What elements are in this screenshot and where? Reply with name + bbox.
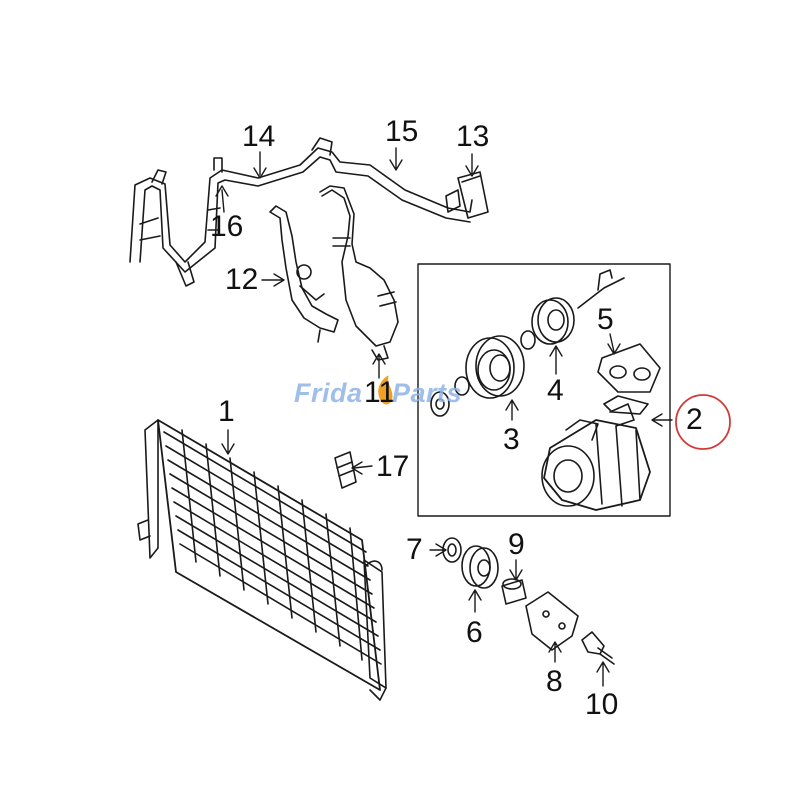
callout-15: 15 xyxy=(385,115,419,148)
part-4-pulley xyxy=(520,297,575,350)
callout-17: 17 xyxy=(376,450,410,483)
callout-10: 10 xyxy=(585,688,619,721)
callout-8: 8 xyxy=(546,665,563,698)
callout-1: 1 xyxy=(218,395,235,428)
part-10-bolt xyxy=(581,631,615,665)
watermark-text-suffix: Parts xyxy=(392,378,463,408)
part-13-sensor xyxy=(445,171,489,219)
part-2-compressor xyxy=(541,403,651,511)
callout-5: 5 xyxy=(597,303,614,336)
part-9-bushing xyxy=(501,578,527,605)
callout-12: 12 xyxy=(225,263,259,296)
part-11-hose xyxy=(319,185,399,361)
leader-lines xyxy=(215,147,673,687)
callout-6: 6 xyxy=(466,616,483,649)
part-1-condenser xyxy=(137,419,387,701)
callout-3: 3 xyxy=(503,423,520,456)
callout-16: 16 xyxy=(210,210,244,243)
part-17-sensor xyxy=(334,451,357,489)
upper-refrigerant-line xyxy=(129,137,473,287)
callout-2: 2 xyxy=(686,403,703,436)
callout-14: 14 xyxy=(242,120,276,153)
watermark-text: Frida xyxy=(294,378,363,408)
watermark-flame xyxy=(378,375,393,405)
callout-11: 11 xyxy=(364,376,396,409)
highlight-circle xyxy=(675,394,731,450)
part-12-hose xyxy=(269,205,339,343)
part-6-clutch xyxy=(461,545,499,589)
callout-4: 4 xyxy=(547,374,564,407)
compressor-kit-frame xyxy=(417,263,671,517)
callout-13: 13 xyxy=(456,120,490,153)
callout-7: 7 xyxy=(406,533,423,566)
part-3-clutch-plate xyxy=(465,335,525,399)
part-5-control-valve xyxy=(597,343,661,393)
part-8-bracket xyxy=(525,591,579,651)
callout-9: 9 xyxy=(508,528,525,561)
